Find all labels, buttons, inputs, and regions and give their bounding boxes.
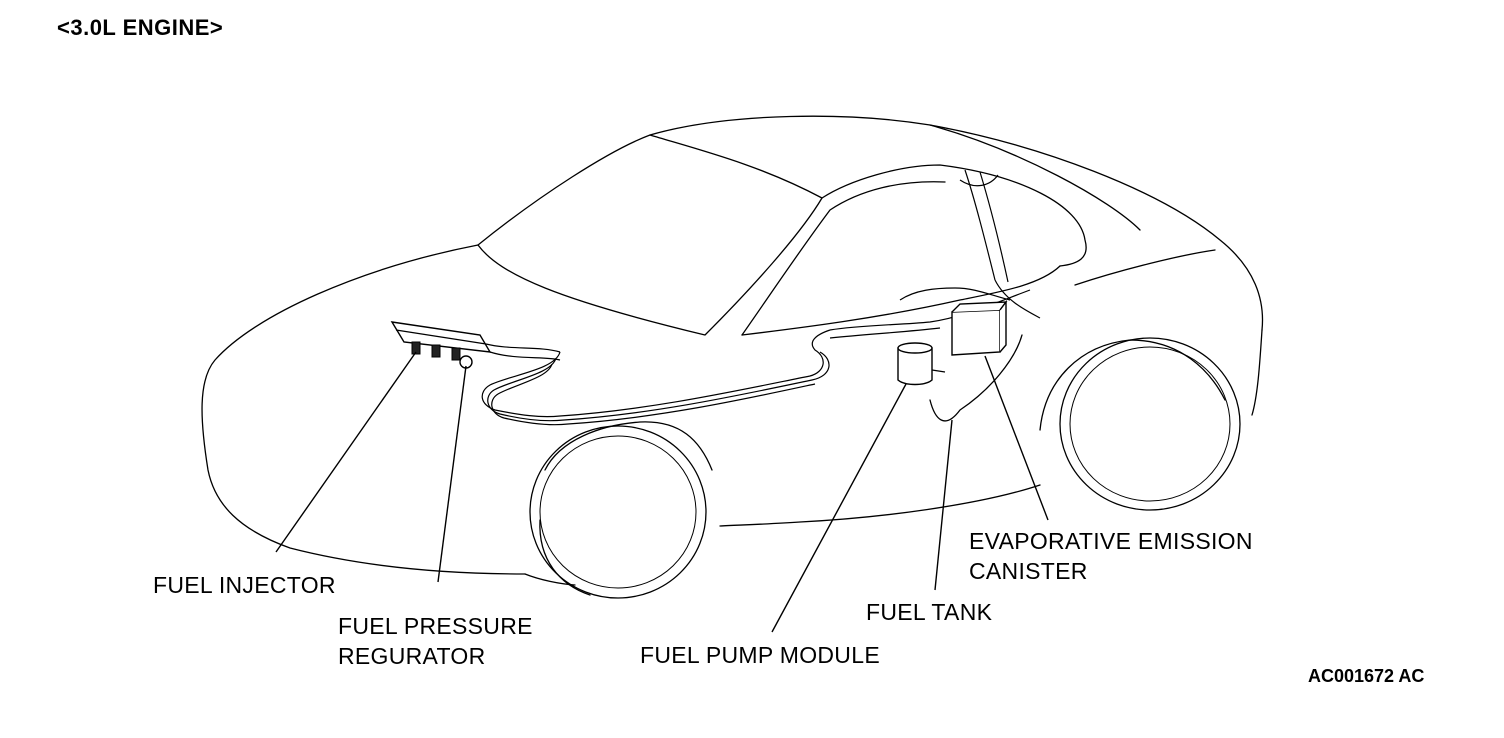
label-evap-canister-line1: EVAPORATIVE EMISSION [969,528,1253,554]
leader-fuel-injector [275,351,417,553]
label-fuel-pressure-regurator-line1: FUEL PRESSURE [338,613,533,639]
leader-fuel-pressure-regurator [437,365,467,583]
car-body-outline [201,115,1264,586]
evap-canister [951,299,1008,356]
label-fuel-injector: FUEL INJECTOR [153,572,336,598]
figure-code: AC001672 AC [1308,666,1425,686]
fuel-lines [481,287,1031,426]
leader-fuel-tank [934,419,953,591]
fuel-filler-neck [959,169,1041,319]
rear-wheel [1039,337,1241,511]
label-fuel-pump-module: FUEL PUMP MODULE [640,642,880,668]
leader-fuel-pump-module [771,383,907,633]
leader-lines [275,351,1049,633]
engine-heading: <3.0L ENGINE> [57,15,224,40]
label-evap-canister-line2: CANISTER [969,558,1088,584]
fuel-injector-rail [390,321,561,369]
front-wheel [529,421,713,599]
label-fuel-pressure-regurator-line2: REGURATOR [338,643,486,669]
label-fuel-tank: FUEL TANK [866,599,993,625]
leader-evap-canister [984,355,1049,521]
fuel-pump-module [897,342,946,386]
